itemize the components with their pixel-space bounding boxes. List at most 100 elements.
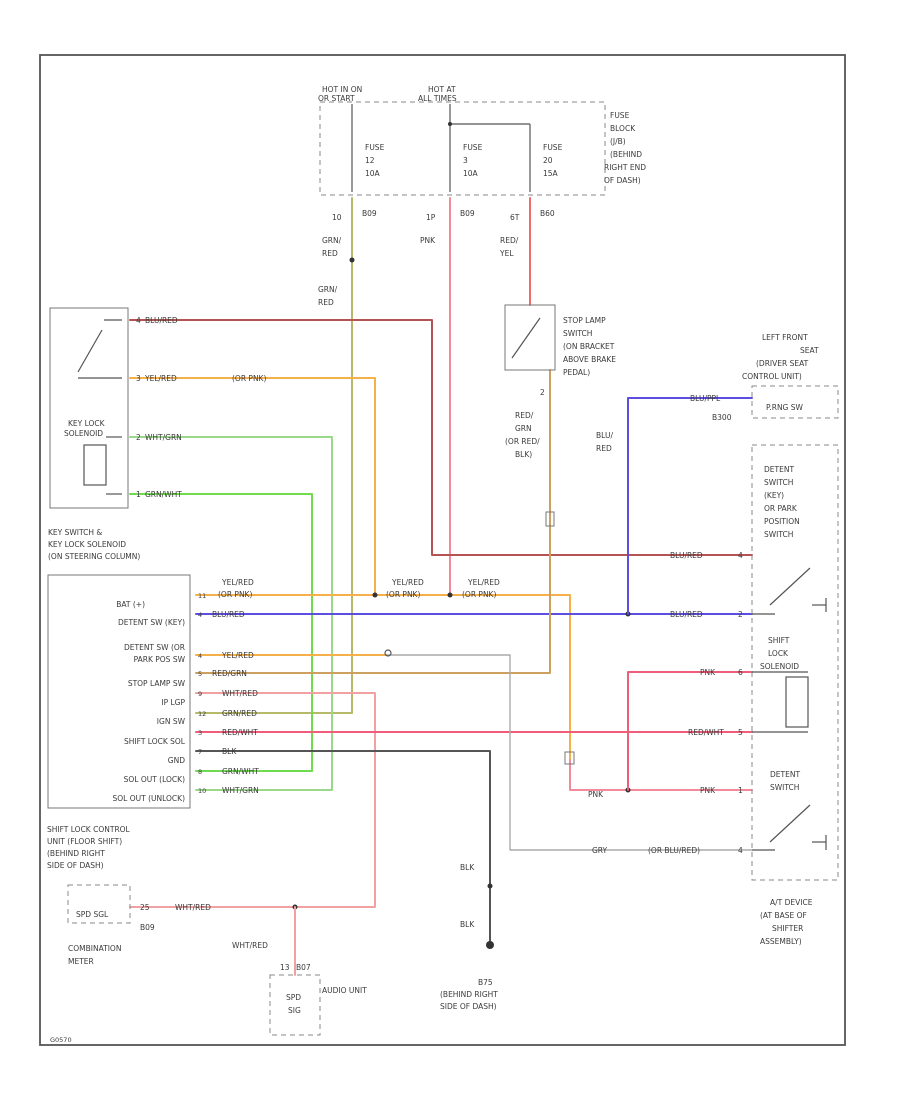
detent-key-contact: [769, 567, 811, 606]
at-label-line: SHIFTER: [772, 924, 803, 933]
fuse-2-text: 10A: [463, 169, 479, 178]
wires: GRN/ RED: [129, 197, 753, 976]
wire-grn-red: [195, 259, 353, 714]
wire-blu-ppl-seat: [627, 397, 753, 615]
at-pin: 2: [738, 610, 743, 619]
key-wire-blu-red: BLU/RED: [145, 316, 178, 325]
cu-pin-park: PARK POS SW: [134, 655, 186, 664]
fuse-2-text: 3: [463, 156, 468, 165]
cu-pin-stop: STOP LAMP SW: [128, 679, 186, 688]
left-seat-label-line: LEFT FRONT: [762, 333, 808, 342]
at-label-line: A/T DEVICE: [770, 898, 813, 907]
stop-lamp-wire-line: GRN: [515, 424, 532, 433]
at-pin: 4: [738, 551, 743, 560]
cu-wire-label: BLU/RED: [212, 610, 245, 619]
cu-num: 10: [198, 787, 206, 795]
detent-label-line: DETENT: [770, 770, 800, 779]
fuse-1-text: 12: [365, 156, 375, 165]
at-pin: 5: [738, 728, 743, 737]
wire-yel-red-bat: [195, 594, 571, 761]
left-seat-wire: BLU/PPL: [690, 394, 721, 403]
fuse-3-pin: 6T: [510, 213, 520, 222]
key-pin-3: 3: [136, 374, 141, 383]
figure-id: G0570: [50, 1036, 72, 1044]
cu-pin-ign: IGN SW: [157, 717, 186, 726]
wire-pnk-detent: [569, 759, 753, 791]
shift-lock-control-unit: BAT (+) DETENT SW (KEY) DETENT SW (OR PA…: [47, 574, 259, 870]
key-wire-yel-red: YEL/RED: [144, 374, 177, 383]
fuse-2-wire-color-text: PNK: [420, 236, 436, 245]
combo-pin: 25: [140, 903, 150, 912]
at-wire-label: (OR BLU/RED): [648, 846, 700, 855]
key-wire-grn-wht: GRN/WHT: [145, 490, 182, 499]
cu-wire-label: WHT/GRN: [222, 786, 259, 795]
left-seat-box: [751, 385, 839, 419]
combo-label-2: METER: [68, 957, 94, 966]
wire-blk-gnd: [195, 750, 491, 946]
cu-pin-bat: BAT (+): [116, 600, 145, 609]
cu-label-line: SIDE OF DASH): [47, 861, 104, 870]
detent-label-line: SWITCH: [770, 783, 799, 792]
cu-wire-label: GRN/RED: [222, 709, 257, 718]
fuse-block-label-line: FUSE: [610, 111, 630, 120]
key-wire-or-pnk: (OR PNK): [232, 374, 266, 383]
audio-pin: 13: [280, 963, 290, 972]
fuse-1-wire-color-1: GRN/: [322, 236, 342, 245]
ground: BLK BLK B75 (BEHIND RIGHT SIDE OF DASH): [440, 863, 498, 1011]
left-seat-label-line: SEAT: [800, 346, 819, 355]
wire-gry: [385, 654, 753, 851]
cu-wire-label: RED/GRN: [212, 669, 247, 678]
key-switch-box: [49, 307, 129, 509]
detent-contact: [769, 804, 811, 843]
shift-lock-coil: [785, 676, 809, 728]
cu-pin-detent-or: DETENT SW (OR: [124, 643, 185, 652]
cu-pin-sol-unlock: SOL OUT (UNLOCK): [112, 794, 185, 803]
stop-lamp-contact: [511, 317, 541, 359]
cu-wire-label: YEL/RED: [221, 651, 254, 660]
combo-conn: B09: [140, 923, 155, 932]
stop-lamp-pin: 2: [540, 388, 545, 397]
at-label-line: ASSEMBLY): [760, 937, 802, 946]
fuse-block-label: FUSE BLOCK (J/B) (BEHIND RIGHT END OF DA…: [604, 111, 646, 185]
at-wire-label: PNK: [700, 786, 716, 795]
fuse-1-pin: 10: [332, 213, 342, 222]
left-seat-label-line: CONTROL UNIT): [742, 372, 802, 381]
yel-red-mid-or-2: (OR PNK): [462, 590, 496, 599]
hot-at-label-2: ALL TIMES: [418, 94, 457, 103]
left-seat-label-line: (DRIVER SEAT: [756, 359, 809, 368]
key-switch: KEY LOCK SOLENOID 4 BLU/RED 3 YEL/RED (O…: [48, 307, 266, 561]
key-pin-1: 1: [136, 490, 141, 499]
wire-grn-wht: [129, 493, 313, 772]
cu-wire-label: BLK: [222, 747, 237, 756]
yel-red-mid-or: (OR PNK): [386, 590, 420, 599]
cu-pin-gnd: GND: [168, 756, 185, 765]
wire-pnk-solenoid: [627, 671, 753, 791]
wire-grn-red-label-1: GRN/: [318, 285, 338, 294]
ground-point: [486, 941, 494, 949]
cu-label-line: UNIT (FLOOR SHIFT): [47, 837, 122, 846]
cu-num: 5: [198, 670, 202, 678]
at-pin: 1: [738, 786, 743, 795]
solenoid-label-1: KEY LOCK: [68, 419, 106, 428]
key-switch-label-3: (ON STEERING COLUMN): [48, 552, 140, 561]
fuse-2-label: FUSE 3 10A: [463, 143, 483, 178]
shift-lock-label-line: SOLENOID: [760, 662, 799, 671]
fuse-3-label: FUSE 20 15A: [543, 143, 563, 178]
cu-num: 9: [198, 690, 202, 698]
stop-lamp-wire-line: (OR RED/: [505, 437, 540, 446]
yel-red-mid-label: YEL/RED: [391, 578, 424, 587]
yel-red-park-connector: [384, 649, 392, 657]
detent-key-label-line: SWITCH: [764, 478, 793, 487]
fuse-3-conn: B60: [540, 209, 555, 218]
key-switch-contact: [77, 329, 103, 373]
yel-red-mid-label-2: YEL/RED: [467, 578, 500, 587]
fuse-block: HOT IN ON OR START HOT AT ALL TIMES FUSE…: [318, 85, 646, 258]
fuse-block-label-line: OF DASH): [604, 176, 641, 185]
combination-meter: SPD SGL 25 WHT/RED B09 COMBINATION METER: [67, 884, 211, 966]
fuse-2-text: FUSE: [463, 143, 483, 152]
hot-in-on-label-1: HOT IN ON: [322, 85, 362, 94]
detent-key-label-line: DETENT: [764, 465, 794, 474]
left-seat-conn: B300: [712, 413, 732, 422]
audio-spd-2: SIG: [288, 1006, 301, 1015]
fuse-1-conn: B09: [362, 209, 377, 218]
